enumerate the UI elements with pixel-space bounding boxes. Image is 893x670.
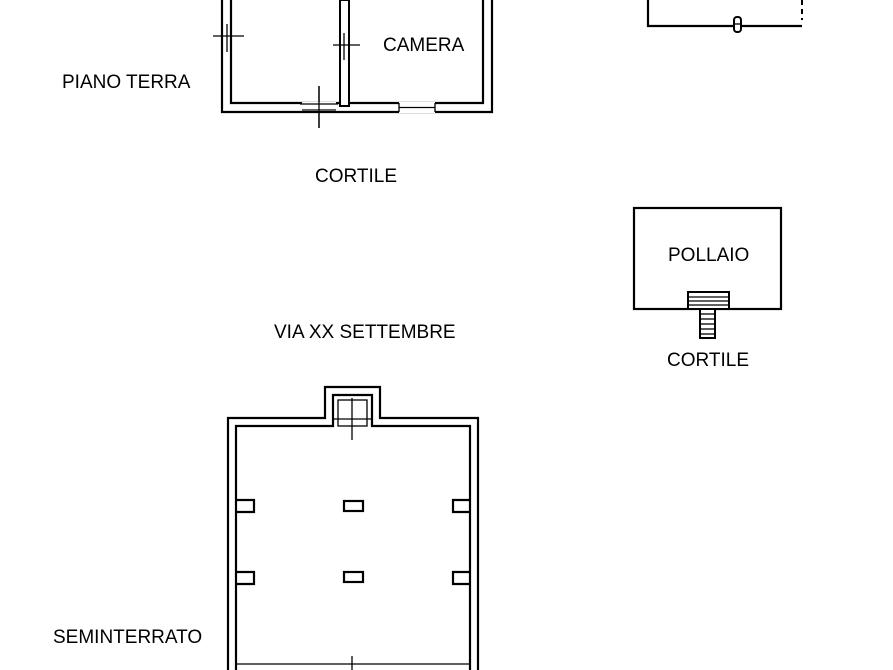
pollaio-plan [632,206,783,339]
pilaster-left-2 [236,570,256,586]
outbuilding-top-right [646,0,803,33]
pillar-1 [342,499,365,513]
ground-floor-inner-wall [229,0,485,105]
label-seminterrato: SEMINTERRATO [53,627,202,648]
label-cortile-top: CORTILE [315,166,397,187]
basement-inner-wall [234,393,472,670]
pilaster-right-2 [451,570,470,586]
label-via: VIA XX SETTEMBRE [274,322,456,343]
ground-floor-plan [213,0,494,128]
label-camera: CAMERA [383,35,465,56]
outbuilding-wall [646,0,802,28]
label-piano-terra: PIANO TERRA [62,72,191,93]
basement-outer-wall [226,385,480,670]
pillar-2 [342,570,365,584]
pilaster-right-1 [451,498,470,514]
ground-floor-outer-wall [220,0,494,114]
label-cortile-right: CORTILE [667,350,749,371]
basement-plan [226,385,480,670]
pilaster-left-1 [236,498,256,514]
label-pollaio: POLLAIO [668,245,749,266]
